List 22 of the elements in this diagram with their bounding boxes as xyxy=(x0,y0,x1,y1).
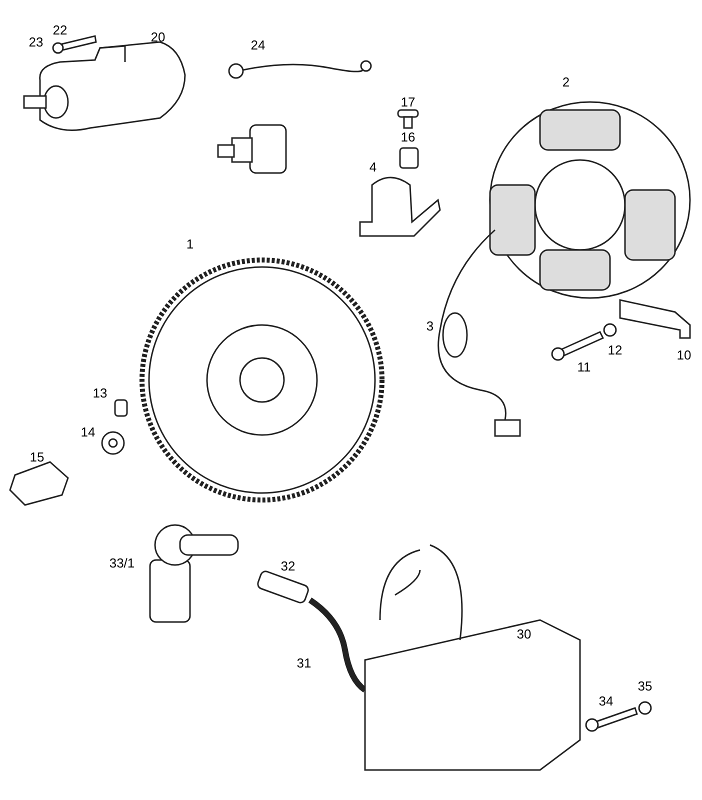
callout-number: 35 xyxy=(638,680,652,692)
callout-number: 3 xyxy=(426,320,434,332)
callout-number: 31 xyxy=(296,656,312,670)
callout-number: 30 xyxy=(516,628,532,640)
callout-number: 24 xyxy=(250,38,266,52)
callout-number: 23 xyxy=(28,36,44,48)
callout-number: 11 xyxy=(577,360,591,374)
callout-number: 4 xyxy=(369,160,377,174)
callout-number: 14 xyxy=(80,426,96,438)
callout-number: 12 xyxy=(608,344,622,356)
callout-number: 34 xyxy=(598,694,614,708)
callout-number: 22 xyxy=(52,24,68,36)
callout-number: 13 xyxy=(92,386,108,400)
callout-number: 1 xyxy=(186,238,194,250)
callout-number: 32 xyxy=(280,560,296,572)
callout-number: 17 xyxy=(400,96,416,108)
callout-number: 15 xyxy=(30,450,44,464)
callout-number: 16 xyxy=(400,130,416,144)
callout-number: 20 xyxy=(150,30,166,44)
callout-number: 2 xyxy=(562,76,570,88)
callout-number: 10 xyxy=(676,348,692,362)
callout-number: 33/1 xyxy=(109,556,135,570)
